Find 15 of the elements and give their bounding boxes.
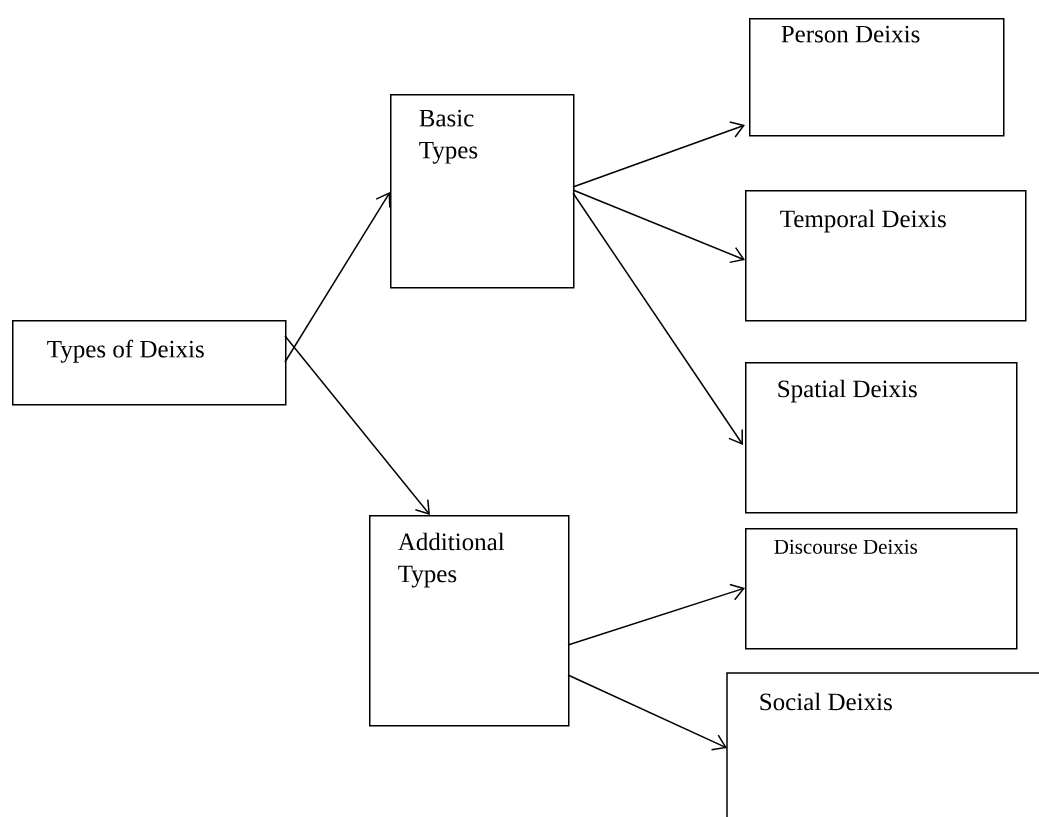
arrow (572, 192, 743, 445)
arrow (284, 335, 430, 515)
arrow (572, 121, 745, 188)
box: Discourse Deixis (745, 528, 1018, 650)
arrow (284, 192, 391, 363)
box: Temporal Deixis (745, 190, 1027, 322)
box: Spatial Deixis (745, 362, 1018, 514)
arrow (567, 583, 745, 646)
arrow (572, 189, 745, 264)
box: Basic Types (390, 94, 575, 289)
box: Social Deixis (726, 672, 1039, 817)
arrow (567, 674, 727, 751)
box: Person Deixis (749, 18, 1005, 137)
box: Additional Types (369, 515, 570, 727)
box: Types of Deixis (12, 320, 287, 406)
